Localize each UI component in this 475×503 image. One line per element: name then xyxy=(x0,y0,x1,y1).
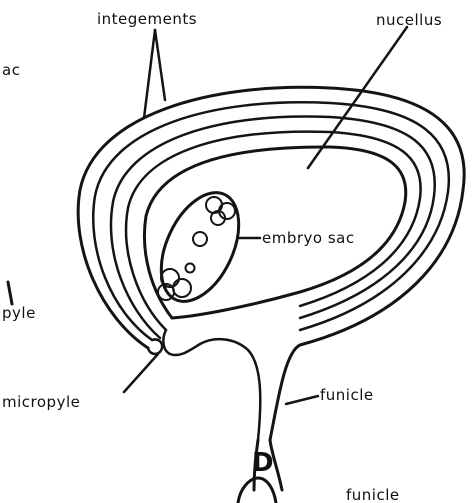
integuments-label: integements xyxy=(97,10,197,28)
micropyle-label: micropyle xyxy=(2,393,80,411)
funicle-bottom-label: funicle xyxy=(346,486,400,503)
funicle-label: funicle xyxy=(320,386,374,404)
embryo-sac-nucleus xyxy=(193,232,207,246)
micropyle-leader xyxy=(124,354,158,392)
bottom-partial-shape xyxy=(238,478,276,503)
micropyle-lip-right xyxy=(163,330,260,440)
integuments-leader-right xyxy=(155,30,165,100)
sac-fragment-label: ac xyxy=(2,61,20,79)
funicle-leader xyxy=(286,396,318,404)
antipodal-cells xyxy=(206,197,235,225)
egg-apparatus-cells xyxy=(158,269,191,300)
embryo-sac-label: embryo sac xyxy=(262,229,355,247)
pyle-fragment-label: pyle xyxy=(2,304,36,322)
panel-letter: D xyxy=(252,448,274,478)
embryo-sac-nucleus-2 xyxy=(186,264,195,273)
micropyle-lip-left xyxy=(148,339,162,354)
nucellus-label: nucellus xyxy=(376,11,442,29)
left-edge-mark xyxy=(8,282,12,304)
integuments-leader-left xyxy=(144,30,155,118)
